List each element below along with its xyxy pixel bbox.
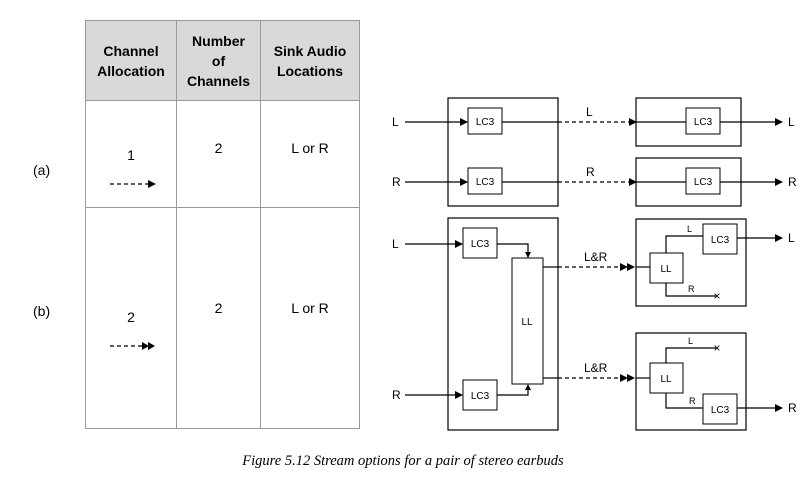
- output-label: L: [788, 115, 795, 129]
- source-a: LC3 LC3 L R: [392, 97, 559, 207]
- input-left-label: L: [392, 115, 399, 129]
- row-label-a: (a): [33, 162, 51, 178]
- sink-b-right: LL LC3 L × R R: [635, 332, 797, 431]
- output-label: R: [788, 401, 797, 415]
- cell-allocation-b: 2: [85, 207, 177, 429]
- dropped-channel-mark: ×: [713, 289, 720, 303]
- double-arrow-icon: [110, 342, 155, 350]
- output-label: L: [788, 231, 795, 245]
- branch-label: L: [688, 336, 693, 346]
- codec-label: LC3: [711, 405, 730, 416]
- single-arrow-icon: [110, 180, 156, 188]
- allocation-value: 2: [127, 309, 135, 325]
- stream-b-top: L&R: [558, 250, 635, 271]
- header-text: of: [211, 52, 226, 69]
- row-label-b: (b): [33, 303, 51, 319]
- stream-label: L&R: [584, 361, 608, 375]
- splitter-label: LL: [660, 374, 672, 385]
- stream-label: L: [586, 105, 593, 119]
- cell-allocation-a: 1: [85, 100, 177, 208]
- codec-label: LC3: [476, 177, 495, 188]
- input-right-label: R: [392, 388, 401, 402]
- header-text: Locations: [276, 62, 344, 79]
- codec-label: LC3: [471, 391, 490, 402]
- header-text: Number: [192, 32, 245, 49]
- stream-b-bottom: L&R: [558, 361, 635, 382]
- codec-label: LC3: [476, 117, 495, 128]
- input-left-label: L: [392, 237, 399, 251]
- cell-channels-a: 2: [176, 100, 261, 208]
- header-channel-allocation: Channel Allocation: [85, 20, 177, 101]
- splitter-label: LL: [521, 317, 533, 328]
- cell-channels-b: 2: [176, 207, 261, 429]
- cell-locations-b: L or R: [260, 207, 360, 429]
- header-text: Channels: [186, 72, 250, 89]
- branch-label: R: [688, 284, 695, 294]
- output-label: R: [788, 175, 797, 189]
- codec-label: LC3: [694, 177, 713, 188]
- table-header-row: Channel Allocation Number of Channels Si…: [85, 20, 360, 101]
- codec-label: LC3: [711, 235, 730, 246]
- branch-label: R: [689, 396, 696, 406]
- source-a-lc3-right: [467, 167, 503, 195]
- sink-a-left: LC3 L: [635, 97, 795, 147]
- source-a-lc3-left: [467, 107, 503, 135]
- codec-label: LC3: [694, 117, 713, 128]
- header-text: Allocation: [97, 62, 165, 79]
- source-a-box: [447, 97, 559, 207]
- branch-label: L: [687, 224, 692, 234]
- header-number-of-channels: Number of Channels: [176, 20, 261, 101]
- header-text: Channel: [103, 42, 159, 59]
- sink-a-right: LC3 R: [635, 157, 797, 207]
- dropped-channel-mark: ×: [713, 341, 720, 355]
- input-right-label: R: [392, 175, 401, 189]
- splitter-label: LL: [660, 264, 672, 275]
- cell-locations-a: L or R: [260, 100, 360, 208]
- codec-label: LC3: [471, 239, 490, 250]
- table-row-b: 2 2 L or R: [85, 207, 360, 429]
- source-b-ll-block: [511, 257, 544, 385]
- table-row-a: 1 2 L or R: [85, 100, 360, 208]
- header-text: Sink Audio: [273, 42, 347, 59]
- source-b: LC3 LC3 LL L R: [392, 217, 559, 431]
- stream-label: R: [586, 165, 595, 179]
- figure-caption: Figure 5.12 Stream options for a pair of…: [242, 453, 564, 469]
- channel-allocation-table: Channel Allocation Number of Channels Si…: [85, 20, 360, 429]
- allocation-value: 1: [127, 147, 135, 163]
- stream-label: L&R: [584, 250, 608, 264]
- sink-b-left: LL LC3 L R × L: [635, 218, 795, 307]
- header-sink-audio-locations: Sink Audio Locations: [260, 20, 360, 101]
